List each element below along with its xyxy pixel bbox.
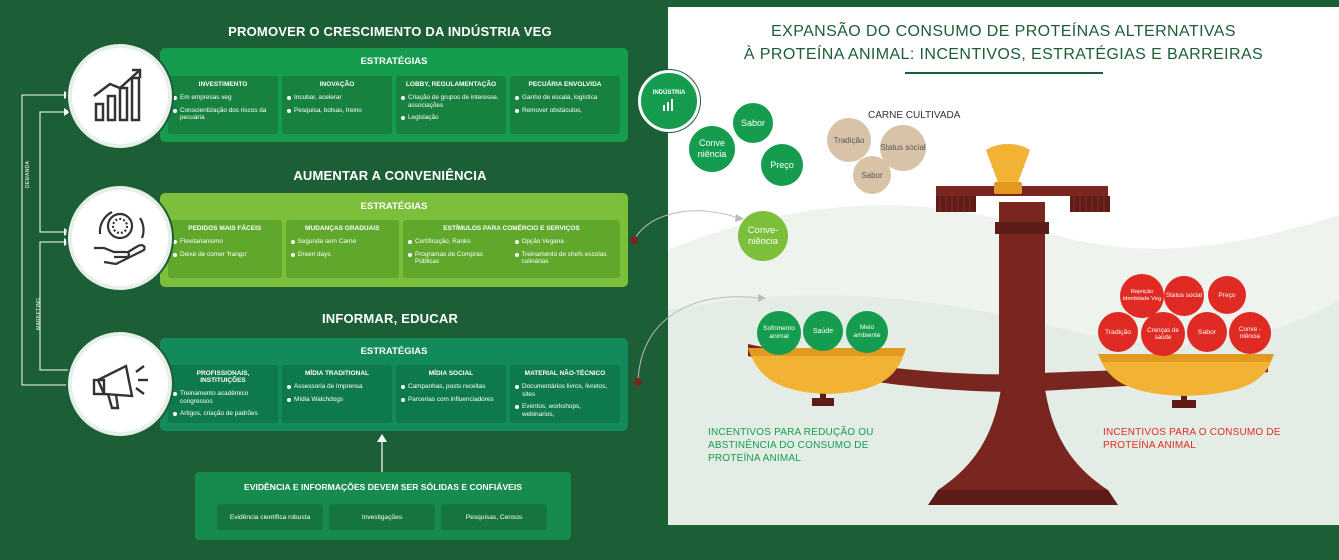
- marketing-label: MARKETING: [36, 297, 42, 330]
- section2-panel: ESTRATÉGIAS PEDIDOS MAIS FÁCEIS Flexitar…: [160, 193, 628, 287]
- title-underline: [905, 72, 1103, 74]
- ball-sabor: Sabor: [733, 103, 773, 143]
- list-item: Mídia Watchdogs: [287, 396, 387, 404]
- list-item: Incubar, acelerar: [287, 94, 387, 102]
- list-item: Treinamento acadêmico congressos: [173, 390, 273, 405]
- caption-right: INCENTIVOS PARA O CONSUMO DE PROTEÍNA AN…: [1103, 427, 1281, 451]
- side-connectors: [21, 91, 70, 386]
- list-item: Green days: [290, 251, 395, 259]
- col-head: PEDIDOS MAIS FÁCEIS: [188, 225, 262, 232]
- ball-rejeicao: Rejeição identidade Veg: [1120, 274, 1164, 318]
- arrow-up-icon: [377, 434, 387, 472]
- top-bar: [668, 0, 1339, 7]
- ball-sabor-red: Sabor: [1187, 312, 1227, 352]
- s1-col-lobby: LOBBY, REGULAMENTAÇÃO Criação de grupos …: [396, 76, 506, 134]
- evidence-box: Pesquisas, Censos: [441, 504, 547, 530]
- list-item: Flexitarianismo: [173, 238, 277, 246]
- s3-col-material: MATERIAL NÃO-TÉCNICO Documentários livro…: [510, 365, 620, 423]
- list-item: Campanhas, posts receitas: [401, 383, 501, 391]
- section2-title: AUMENTAR A CONVENIÊNCIA: [293, 168, 487, 183]
- section1-panel-title: ESTRATÉGIAS: [360, 56, 428, 67]
- caption-left: INCENTIVOS PARA REDUÇÃO OU ABSTINÊNCIA D…: [708, 427, 874, 464]
- s2-col-estimulos: ESTÍMULOS PARA COMÉRCIO E SERVIÇOS Certi…: [403, 220, 620, 278]
- list-item: Remover obstáculos,: [515, 107, 615, 115]
- ball-crencas-saude: Crenças de saúde: [1141, 312, 1185, 356]
- ball-conveniencia-red: Conve - niência: [1229, 312, 1271, 354]
- ball-conveniencia: Conve niência: [689, 126, 735, 172]
- ball-sofrimento-animal: Sofrimento animal: [757, 311, 801, 355]
- s3-col-midia-tradicional: MÍDIA TRADITIONAL Assessoria de Imprensa…: [282, 365, 392, 423]
- col-head: PECUÁRIA ENVOLVIDA: [528, 81, 602, 88]
- industria-label: INDÚSTRIA: [652, 90, 686, 96]
- curve-connectors: [630, 210, 766, 386]
- col-head: MÍDIA SOCIAL: [428, 370, 474, 377]
- evidence-box: Evidência científica robusta: [217, 504, 323, 530]
- col-head: MUDANÇAS GRADUAIS: [305, 225, 380, 232]
- s2-col-pedidos: PEDIDOS MAIS FÁCEIS Flexitarianismo Deix…: [168, 220, 282, 278]
- balance-scale: [748, 144, 1274, 505]
- section3-title: INFORMAR, EDUCAR: [321, 311, 459, 326]
- demand-label: DEMANDA: [25, 160, 31, 188]
- s1-col-inovacao: INOVAÇÃO Incubar, acelerar Pesquisa, bol…: [282, 76, 392, 134]
- growth-chart-icon: [68, 44, 172, 148]
- ball-status-social-red: Status social: [1164, 276, 1204, 316]
- col-head: PROFISSIONAIS, INSTITUIÇÕES: [196, 370, 250, 384]
- evidence-panel: EVIDÊNCIA E INFORMAÇÕES DEVEM SER SÓLIDA…: [195, 472, 571, 540]
- col-head: MÍDIA TRADITIONAL: [304, 370, 370, 377]
- list-item: Deixe de comer 'frango': [173, 251, 277, 259]
- list-item: Opção Vegana: [514, 238, 616, 246]
- ball-conveniencia-lime: Conve- niência: [738, 211, 788, 261]
- list-item: Certificação, Ranks: [408, 238, 509, 246]
- s1-col-pecuaria: PECUÁRIA ENVOLVIDA Ganho de escala, logí…: [510, 76, 620, 134]
- list-item: Pesquisa, bolsas, treino: [287, 107, 387, 115]
- carne-cultivada-label: CARNE CULTIVADA: [868, 110, 961, 121]
- col-head: INVESTIMENTO: [198, 81, 248, 88]
- list-item: Legislação: [401, 114, 501, 122]
- list-item: Assessoria de Imprensa: [287, 383, 387, 391]
- s3-col-profissionais: PROFISSIONAIS, INSTITUIÇÕES Treinamento …: [168, 365, 278, 423]
- section1-title: PROMOVER O CRESCIMENTO DA INDÚSTRIA VEG: [228, 24, 552, 39]
- list-item: Em empresas veg: [173, 94, 273, 102]
- industria-badge: INDÚSTRIA: [638, 70, 700, 132]
- bar-chart-icon: [663, 99, 673, 111]
- ball-meio-ambiente: Meio ambiente: [846, 311, 888, 353]
- ball-saude: Saúde: [803, 311, 843, 351]
- list-item: Documentários livros, livretos, sites: [515, 383, 615, 398]
- section3-panel: ESTRATÉGIAS PROFISSIONAIS, INSTITUIÇÕES …: [160, 338, 628, 431]
- ball-preco-red: Preço: [1208, 276, 1246, 314]
- s3-col-midia-social: MÍDIA SOCIAL Campanhas, posts receitas P…: [396, 365, 506, 423]
- list-item: Programas de Compras Públicas: [408, 251, 509, 266]
- list-item: Parcerias com influenciadores: [401, 396, 501, 404]
- section3-panel-title: ESTRATÉGIAS: [360, 346, 428, 357]
- list-item: Ganho de escala, logística: [515, 94, 615, 102]
- section2-panel-title: ESTRATÉGIAS: [360, 201, 428, 212]
- col-head: ESTÍMULOS PARA COMÉRCIO E SERVIÇOS: [443, 225, 580, 232]
- evidence-box: Investigações: [329, 504, 435, 530]
- list-item: Eventos, workshops, webinarios,: [515, 403, 615, 418]
- right-title-line1: EXPANSÃO DO CONSUMO DE PROTEÍNAS ALTERNA…: [771, 23, 1236, 40]
- ball-sabor-tan: Sabor: [853, 156, 891, 194]
- evidence-title: EVIDÊNCIA E INFORMAÇÕES DEVEM SER SÓLIDA…: [243, 482, 523, 492]
- right-title-line2: À PROTEÍNA ANIMAL: INCENTIVOS, ESTRATÉGI…: [743, 46, 1264, 64]
- col-head: MATERIAL NÃO-TÉCNICO: [524, 370, 606, 377]
- list-item: Artigos, criação de padrões: [173, 410, 273, 418]
- hand-coin-icon: [68, 186, 172, 290]
- section1-panel: ESTRATÉGIAS INVESTIMENTO Em empresas veg…: [160, 48, 628, 142]
- s2-col-mudancas: MUDANÇAS GRADUAIS Segunda sem Carne Gree…: [285, 220, 399, 278]
- right-title: EXPANSÃO DO CONSUMO DE PROTEÍNAS ALTERNA…: [668, 20, 1339, 66]
- ball-tradicao: Tradição: [827, 118, 871, 162]
- ball-preco: Preço: [761, 144, 803, 186]
- list-item: Treinamento de chefs escolas culinárias: [514, 251, 616, 266]
- ball-tradicao-red: Tradição: [1098, 312, 1138, 352]
- s1-col-investimento: INVESTIMENTO Em empresas veg Conscientiz…: [168, 76, 278, 134]
- megaphone-icon: [68, 332, 172, 436]
- list-item: Segunda sem Carne: [290, 238, 395, 246]
- list-item: Conscientização dos riscos da pecuária: [173, 107, 273, 122]
- list-item: Criação de grupos de interesse, associaç…: [401, 94, 501, 109]
- col-head: LOBBY, REGULAMENTAÇÃO: [405, 81, 497, 88]
- col-head: INOVAÇÃO: [319, 81, 355, 88]
